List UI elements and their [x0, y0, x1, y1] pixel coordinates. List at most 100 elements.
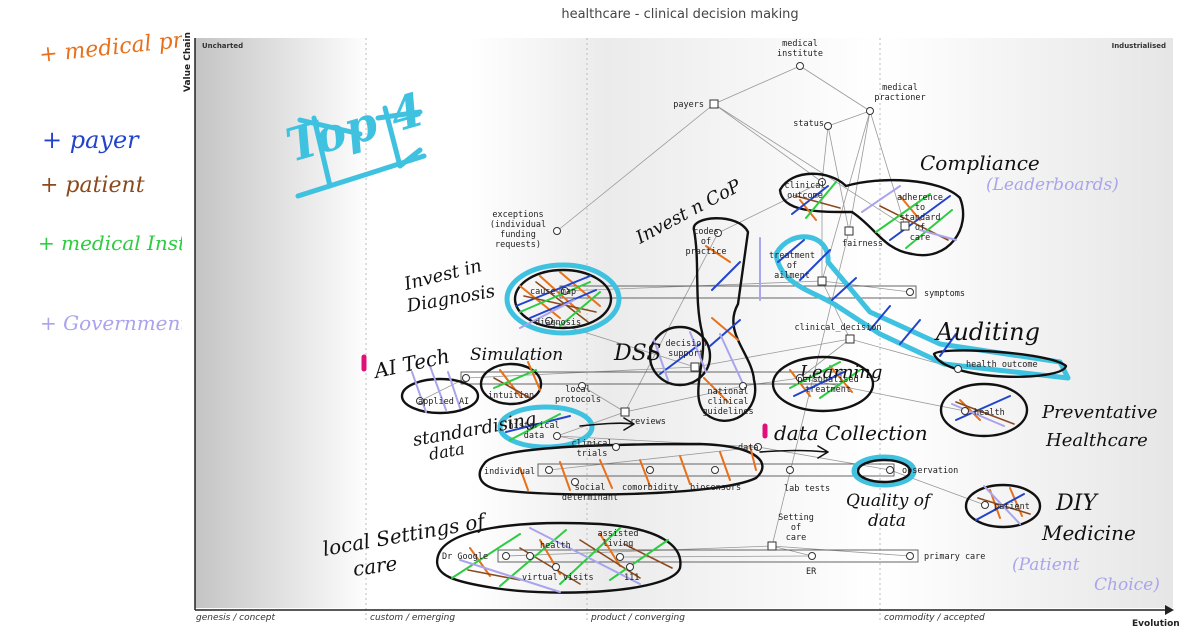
legend-payer: + payer: [42, 126, 140, 154]
node-symptoms[interactable]: [906, 288, 914, 296]
label-clinical-decision: clinical_decision: [795, 323, 882, 333]
note-dss: DSS: [613, 341, 661, 366]
stage-genesis: genesis / concept: [196, 613, 275, 623]
note-diy-1: DIY: [1055, 491, 1099, 516]
node-national-guidelines[interactable]: [739, 382, 747, 390]
annotation-overlay: [295, 105, 1071, 594]
node-individual[interactable]: [545, 466, 553, 474]
node-exceptions[interactable]: [553, 227, 561, 235]
node-health-outcome[interactable]: [954, 365, 962, 373]
node-treatment[interactable]: [817, 276, 827, 286]
node-medical-institute[interactable]: [796, 62, 804, 70]
stage-commodity: commodity / accepted: [884, 613, 985, 623]
node-fairness[interactable]: [844, 226, 854, 236]
node-lab-tests[interactable]: [786, 466, 794, 474]
node-setting-of-care[interactable]: [767, 541, 777, 551]
note-leaderboards: (Leaderboards): [986, 175, 1119, 195]
label-primary-care: primary care: [924, 552, 985, 562]
node-reviews[interactable]: [620, 407, 630, 417]
label-diagnosis: diagnosis: [535, 318, 581, 328]
node-biosensors[interactable]: [711, 466, 719, 474]
node-applied-ai[interactable]: [416, 397, 424, 405]
node-patient[interactable]: [981, 501, 989, 509]
label-health-struck: health: [540, 541, 571, 551]
node-dr-google[interactable]: [502, 552, 510, 560]
node-health[interactable]: [961, 407, 969, 415]
label-health-outcome: health outcome: [966, 360, 1038, 370]
label-er: ER: [806, 567, 817, 577]
value-chain-label: Value Chain: [183, 32, 193, 92]
legend-government: + Government: [40, 311, 182, 335]
node-decision-support[interactable]: [690, 362, 700, 372]
node-intuition[interactable]: [462, 374, 470, 382]
label-111: 111: [624, 573, 639, 583]
node-clinical-decision[interactable]: [845, 334, 855, 344]
label-individual: individual: [484, 467, 535, 477]
node-social-determinant[interactable]: [571, 478, 579, 486]
evolution-arrow-head: [1165, 605, 1174, 615]
label-health: health: [974, 408, 1005, 418]
stage-custom: custom / emerging: [370, 613, 455, 623]
corner-uncharted: Uncharted: [202, 42, 243, 50]
stakeholder-legend: + medical practioner + payer + patient +…: [38, 18, 182, 335]
note-quality-1: Quality of: [846, 491, 933, 511]
label-fairness: fairness: [842, 239, 883, 249]
node-primary-care[interactable]: [906, 552, 914, 560]
node-data[interactable]: [754, 443, 762, 451]
note-preventative-2: Healthcare: [1045, 430, 1148, 451]
evolution-label: Evolution: [1132, 619, 1180, 629]
node-111[interactable]: [626, 563, 634, 571]
node-diagnosis[interactable]: [545, 317, 553, 325]
note-preventative-1: Preventative: [1041, 402, 1158, 423]
note-patient-choice-1: (Patient: [1012, 555, 1080, 575]
node-personalised-treatment[interactable]: [796, 374, 804, 382]
legend-medical-institute: + medical Institute: [38, 231, 182, 255]
label-comorbidity: comorbidity: [622, 483, 678, 493]
map-title: healthcare - clinical decision making: [561, 7, 798, 22]
node-clinical-outcome[interactable]: [818, 178, 826, 186]
label-intuition: intuition: [488, 391, 534, 401]
node-virtual-visits[interactable]: [552, 563, 560, 571]
node-observation[interactable]: [886, 466, 894, 474]
node-clinical-trials[interactable]: [612, 443, 620, 451]
component-nodes[interactable]: [416, 62, 989, 571]
note-learning: Learning: [799, 362, 882, 383]
note-patient-choice-2: Choice): [1094, 575, 1160, 595]
note-auditing: Auditing: [934, 318, 1040, 346]
label-dr-google: Dr Google: [442, 552, 488, 562]
node-adherence[interactable]: [900, 221, 910, 231]
node-medical-practioner[interactable]: [866, 107, 874, 115]
note-diy-2: Medicine: [1041, 521, 1136, 545]
node-assisted-living[interactable]: [616, 553, 624, 561]
label-applied-ai: applied AI: [418, 397, 469, 407]
node-payers[interactable]: [709, 99, 719, 109]
note-simulation: Simulation: [470, 345, 563, 365]
label-data: data: [738, 443, 758, 453]
stage-product: product / converging: [590, 613, 685, 623]
pipeline-primary-care: [497, 549, 919, 563]
node-comorbidity[interactable]: [646, 466, 654, 474]
label-payers: payers: [673, 100, 704, 110]
node-cause-map[interactable]: [561, 287, 569, 295]
node-er[interactable]: [808, 552, 816, 560]
label-status: status: [793, 119, 824, 129]
node-historical-data[interactable]: [553, 432, 561, 440]
node-local-protocols[interactable]: [578, 382, 586, 390]
node-codes-of-practice[interactable]: [714, 229, 722, 237]
node-status[interactable]: [824, 122, 832, 130]
node-health-struck[interactable]: [526, 552, 534, 560]
